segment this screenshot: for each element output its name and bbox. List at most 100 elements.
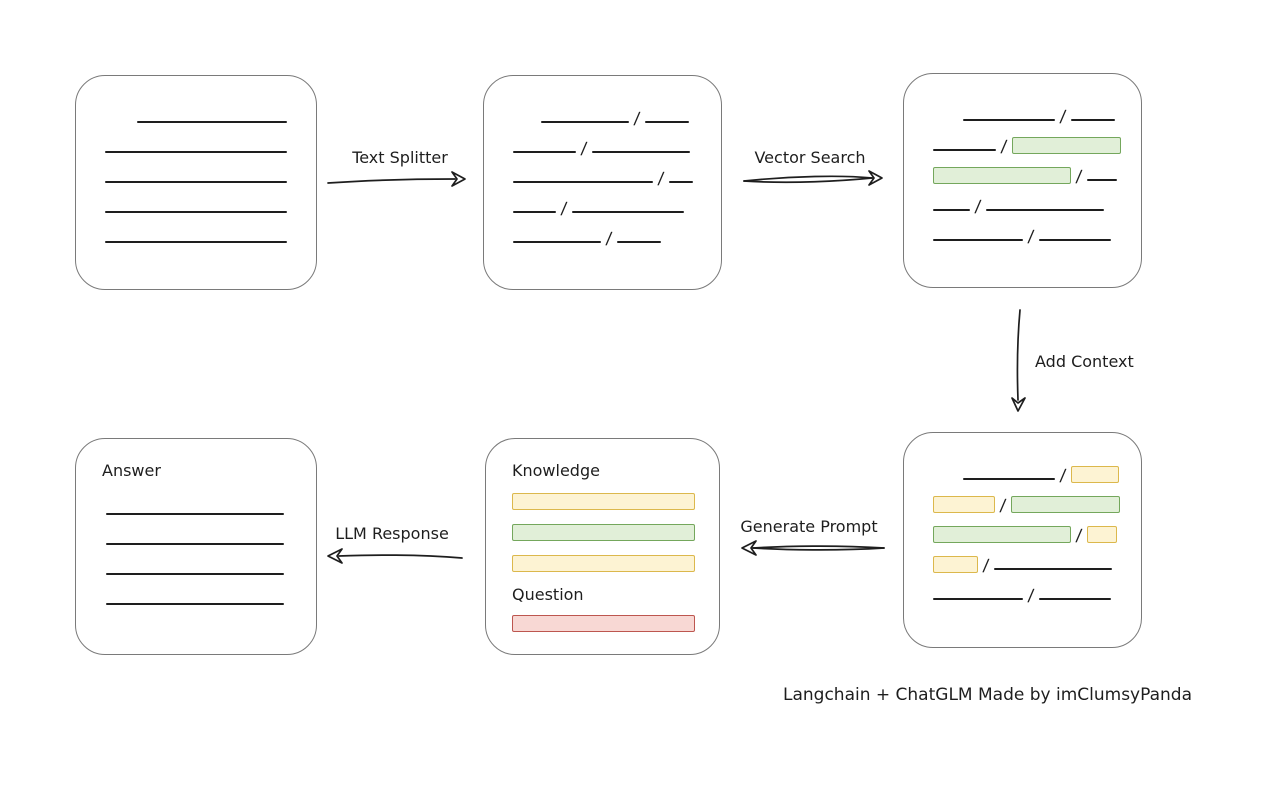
green-chunk (933, 526, 1071, 543)
chunk-row (105, 186, 316, 216)
text-line (541, 121, 629, 123)
vector-search-label: Vector Search (754, 148, 866, 167)
text-line (137, 121, 287, 123)
text-line (513, 151, 576, 153)
green-chunk (1011, 137, 1121, 154)
yellow-chunk (933, 556, 978, 573)
chunk-lines: ///// (904, 433, 1141, 607)
slash-separator: / (1027, 226, 1035, 248)
text-line (963, 119, 1055, 121)
add-context-label: Add Context (1035, 352, 1134, 371)
text-line (106, 543, 284, 545)
chunk-row (105, 156, 316, 186)
text-line (106, 603, 284, 605)
knowledge-bars (486, 481, 719, 572)
text-line (1038, 239, 1111, 241)
credit-text: Langchain + ChatGLM Made by imClumsyPand… (783, 685, 1192, 705)
text-line (591, 151, 690, 153)
arrowhead (327, 548, 343, 564)
chunk-row (106, 518, 316, 548)
chunk-row: / (933, 184, 1141, 217)
arrowhead (1011, 397, 1026, 412)
red-bar (512, 615, 695, 632)
knowledge-label: Knowledge (512, 461, 600, 480)
chunk-row (105, 216, 316, 246)
chunk-lines: ///// (484, 76, 721, 250)
yellow-chunk (1086, 526, 1117, 543)
text-line (985, 209, 1104, 211)
chunk-row (106, 488, 316, 518)
arrowhead (451, 171, 466, 187)
text-line (105, 151, 287, 153)
green-chunk (933, 167, 1071, 184)
green-chunk (1010, 496, 1120, 513)
chunk-row: / (933, 214, 1141, 248)
text-line (1038, 598, 1111, 600)
chunk-row: / (933, 154, 1141, 187)
text-line (933, 209, 970, 211)
answer-card: Answer (75, 438, 317, 655)
chunk-row: / (513, 126, 721, 159)
vector-search-arrow (743, 170, 883, 186)
chunk-row: / (933, 543, 1141, 576)
text-line (106, 513, 284, 515)
context-chunks-card: ///// (903, 432, 1142, 648)
chunk-row: / (933, 453, 1141, 486)
text-line (105, 181, 287, 183)
text-splitter-arrow (327, 171, 466, 187)
chunk-row (105, 96, 316, 126)
chunk-row: / (933, 483, 1141, 516)
yellow-bar (512, 555, 695, 572)
generate-prompt-arrow (741, 540, 885, 556)
arrowhead (741, 540, 757, 556)
split-chunks-card: ///// (483, 75, 722, 290)
chunk-row: / (933, 513, 1141, 546)
text-line (933, 598, 1023, 600)
text-line (616, 241, 661, 243)
text-line (993, 568, 1112, 570)
text-line (668, 181, 693, 183)
chunk-row: / (513, 216, 721, 250)
chunk-row: / (513, 156, 721, 189)
llm-response-arrow (327, 548, 463, 564)
text-splitter-label: Text Splitter (352, 148, 448, 167)
chunk-row (106, 548, 316, 578)
chunk-row (106, 578, 316, 608)
chunk-lines: ///// (904, 74, 1141, 248)
question-label: Question (512, 585, 584, 604)
yellow-chunk (933, 496, 995, 513)
text-line (571, 211, 684, 213)
slash-separator: / (1027, 585, 1035, 607)
text-line (963, 478, 1055, 480)
answer-label: Answer (102, 461, 161, 480)
question-bars (486, 605, 719, 632)
text-line (933, 149, 996, 151)
matched-chunks-card: ///// (903, 73, 1142, 288)
add-context-arrow (1011, 309, 1026, 412)
text-line (105, 241, 287, 243)
slash-separator: / (605, 228, 613, 250)
arrowhead (868, 170, 883, 186)
prompt-card: Knowledge Question (485, 438, 720, 655)
answer-lines (76, 488, 316, 608)
chunk-row: / (933, 573, 1141, 607)
generate-prompt-label: Generate Prompt (740, 517, 878, 536)
text-line (933, 239, 1023, 241)
text-line (105, 211, 287, 213)
text-line (106, 573, 284, 575)
chunk-row: / (513, 186, 721, 219)
llm-response-label: LLM Response (335, 524, 449, 543)
chunk-row (105, 126, 316, 156)
chunk-row: / (513, 96, 721, 129)
chunk-row: / (933, 94, 1141, 127)
text-line (513, 241, 601, 243)
text-line (1086, 179, 1117, 181)
text-line (644, 121, 689, 123)
document-lines (76, 76, 316, 246)
text-line (1070, 119, 1115, 121)
chunk-row: / (933, 124, 1141, 157)
yellow-bar (512, 493, 695, 510)
green-bar (512, 524, 695, 541)
source-document-card (75, 75, 317, 290)
